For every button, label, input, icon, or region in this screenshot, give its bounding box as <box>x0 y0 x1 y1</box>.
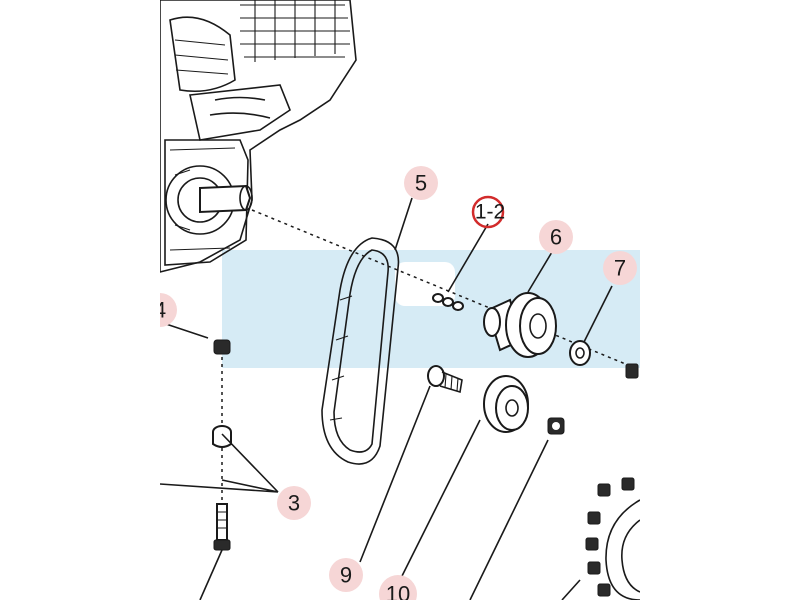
callout-3: 3 <box>277 486 311 520</box>
callout-10: 10 <box>379 575 417 600</box>
left-fasteners <box>212 339 232 551</box>
engine-illustration <box>159 0 357 274</box>
svg-text:3: 3 <box>288 491 300 516</box>
svg-text:7: 7 <box>614 256 626 281</box>
svg-text:10: 10 <box>386 582 410 600</box>
bolt <box>427 365 463 394</box>
callout-1-2: 1-2 <box>471 195 505 229</box>
leader-lines <box>159 197 613 600</box>
drive-pulley <box>483 292 557 358</box>
washer <box>569 340 591 366</box>
callout-9: 9 <box>329 558 363 592</box>
callout-5: 5 <box>404 166 438 200</box>
svg-text:5: 5 <box>415 171 427 196</box>
svg-text:6: 6 <box>550 225 562 250</box>
svg-text:9: 9 <box>340 563 352 588</box>
bolt-right <box>625 363 639 379</box>
nut <box>547 417 565 435</box>
wheel-hub <box>585 477 641 600</box>
v-belt <box>321 237 400 465</box>
key-pin <box>432 293 464 311</box>
svg-text:1-2: 1-2 <box>475 201 505 224</box>
callout-6: 6 <box>539 220 573 254</box>
idler-pulley <box>483 375 529 433</box>
callout-7: 7 <box>603 251 637 285</box>
